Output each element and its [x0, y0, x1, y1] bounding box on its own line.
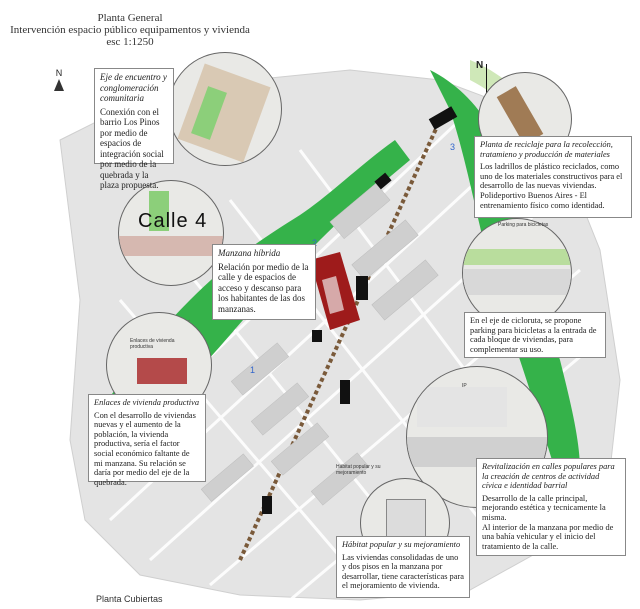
- enlaces-building: [137, 358, 187, 384]
- habitat-detail-label: Hábitat popular y su mejoramiento: [336, 464, 381, 476]
- detail-circle-ciclo: [462, 218, 572, 328]
- ip-label: IP: [462, 383, 467, 389]
- compass: N: [52, 68, 66, 91]
- revital-ground: [417, 387, 507, 427]
- callout-revital: Revitalización en calles populares para …: [476, 458, 626, 556]
- callout-enlaces-body: Con el desarrollo de viviendas nuevas y …: [94, 410, 196, 487]
- plaza-ground: [177, 63, 271, 163]
- building-blocks: [200, 182, 439, 506]
- callout-eje: Eje de encuentro y conglomeración comuni…: [94, 68, 174, 190]
- callout-eje-heading: Eje de encuentro y conglomeración comuni…: [100, 72, 167, 103]
- bike-path: [238, 119, 442, 561]
- callout-reciclaje-heading: Planta de reciclaje para la recolección,…: [480, 140, 613, 159]
- calle-4-label: Calle 4: [138, 210, 208, 232]
- detail-circle-calle: [118, 180, 224, 286]
- callout-manzana: Manzana híbrida Relación por medio de la…: [212, 244, 316, 320]
- callout-reciclaje-body2: Polideportivo Buenos Aires - El entrenam…: [480, 190, 605, 210]
- plan-title-block: Planta General Intervención espacio públ…: [0, 12, 260, 48]
- callout-ciclo-body: En el eje de cicloruta, se propone parki…: [470, 316, 597, 354]
- block-number-2: 2: [312, 238, 318, 248]
- bike-detail-label: Parking para bicicletas: [498, 222, 549, 228]
- plan-subtitle: Intervención espacio público equipamento…: [10, 24, 250, 36]
- calle-street: [119, 236, 223, 256]
- enlaces-detail-label: Enlaces de vivienda productiva: [130, 338, 175, 350]
- north-arrow-label: N: [476, 60, 484, 71]
- callout-habitat-heading: Hábitat popular y su mejoramiento: [342, 540, 461, 549]
- calle-green: [149, 191, 169, 231]
- north-arrow: N: [476, 60, 487, 104]
- compass-arrow-icon: [54, 79, 64, 91]
- callout-revital-body2: Al interior de la manzana por medio de u…: [482, 522, 614, 551]
- callout-habitat: Hábitat popular y su mejoramiento Las vi…: [336, 536, 470, 598]
- callout-enlaces-heading: Enlaces de vivienda productiva: [94, 398, 200, 407]
- block-number-3: 3: [450, 142, 456, 152]
- callout-enlaces: Enlaces de vivienda productiva Con el de…: [88, 394, 206, 487]
- callout-manzana-body: Relación por medio de la calle y de espa…: [218, 261, 309, 314]
- callout-habitat-body: Las viviendas consolidadas de uno y dos …: [342, 552, 464, 591]
- block-number-1: 1: [250, 365, 256, 375]
- callout-eje-body: Conexión con el barrio Los Pinos por med…: [100, 106, 164, 191]
- compass-label: N: [55, 68, 63, 78]
- callout-reciclaje-body1: Los ladrillos de plástico reciclados, co…: [480, 162, 623, 191]
- north-arrow-icon: [486, 64, 487, 104]
- roof-plan-label: Planta Cubiertas: [96, 594, 163, 604]
- plan-title: Planta General: [97, 12, 163, 24]
- plan-scale: esc 1:1250: [106, 36, 154, 48]
- callout-reciclaje: Planta de reciclaje para la recolección,…: [474, 136, 632, 218]
- detail-circle-eje: [168, 52, 282, 166]
- bike-street: [463, 269, 571, 295]
- callout-revital-heading: Revitalización en calles populares para …: [482, 462, 615, 491]
- bike-green: [463, 249, 571, 265]
- callout-manzana-heading: Manzana híbrida: [218, 248, 281, 258]
- callout-revital-body1: Desarrollo de la calle principal, mejora…: [482, 493, 606, 522]
- hybrid-block: [310, 252, 360, 330]
- callout-ciclo: En el eje de cicloruta, se propone parki…: [464, 312, 606, 358]
